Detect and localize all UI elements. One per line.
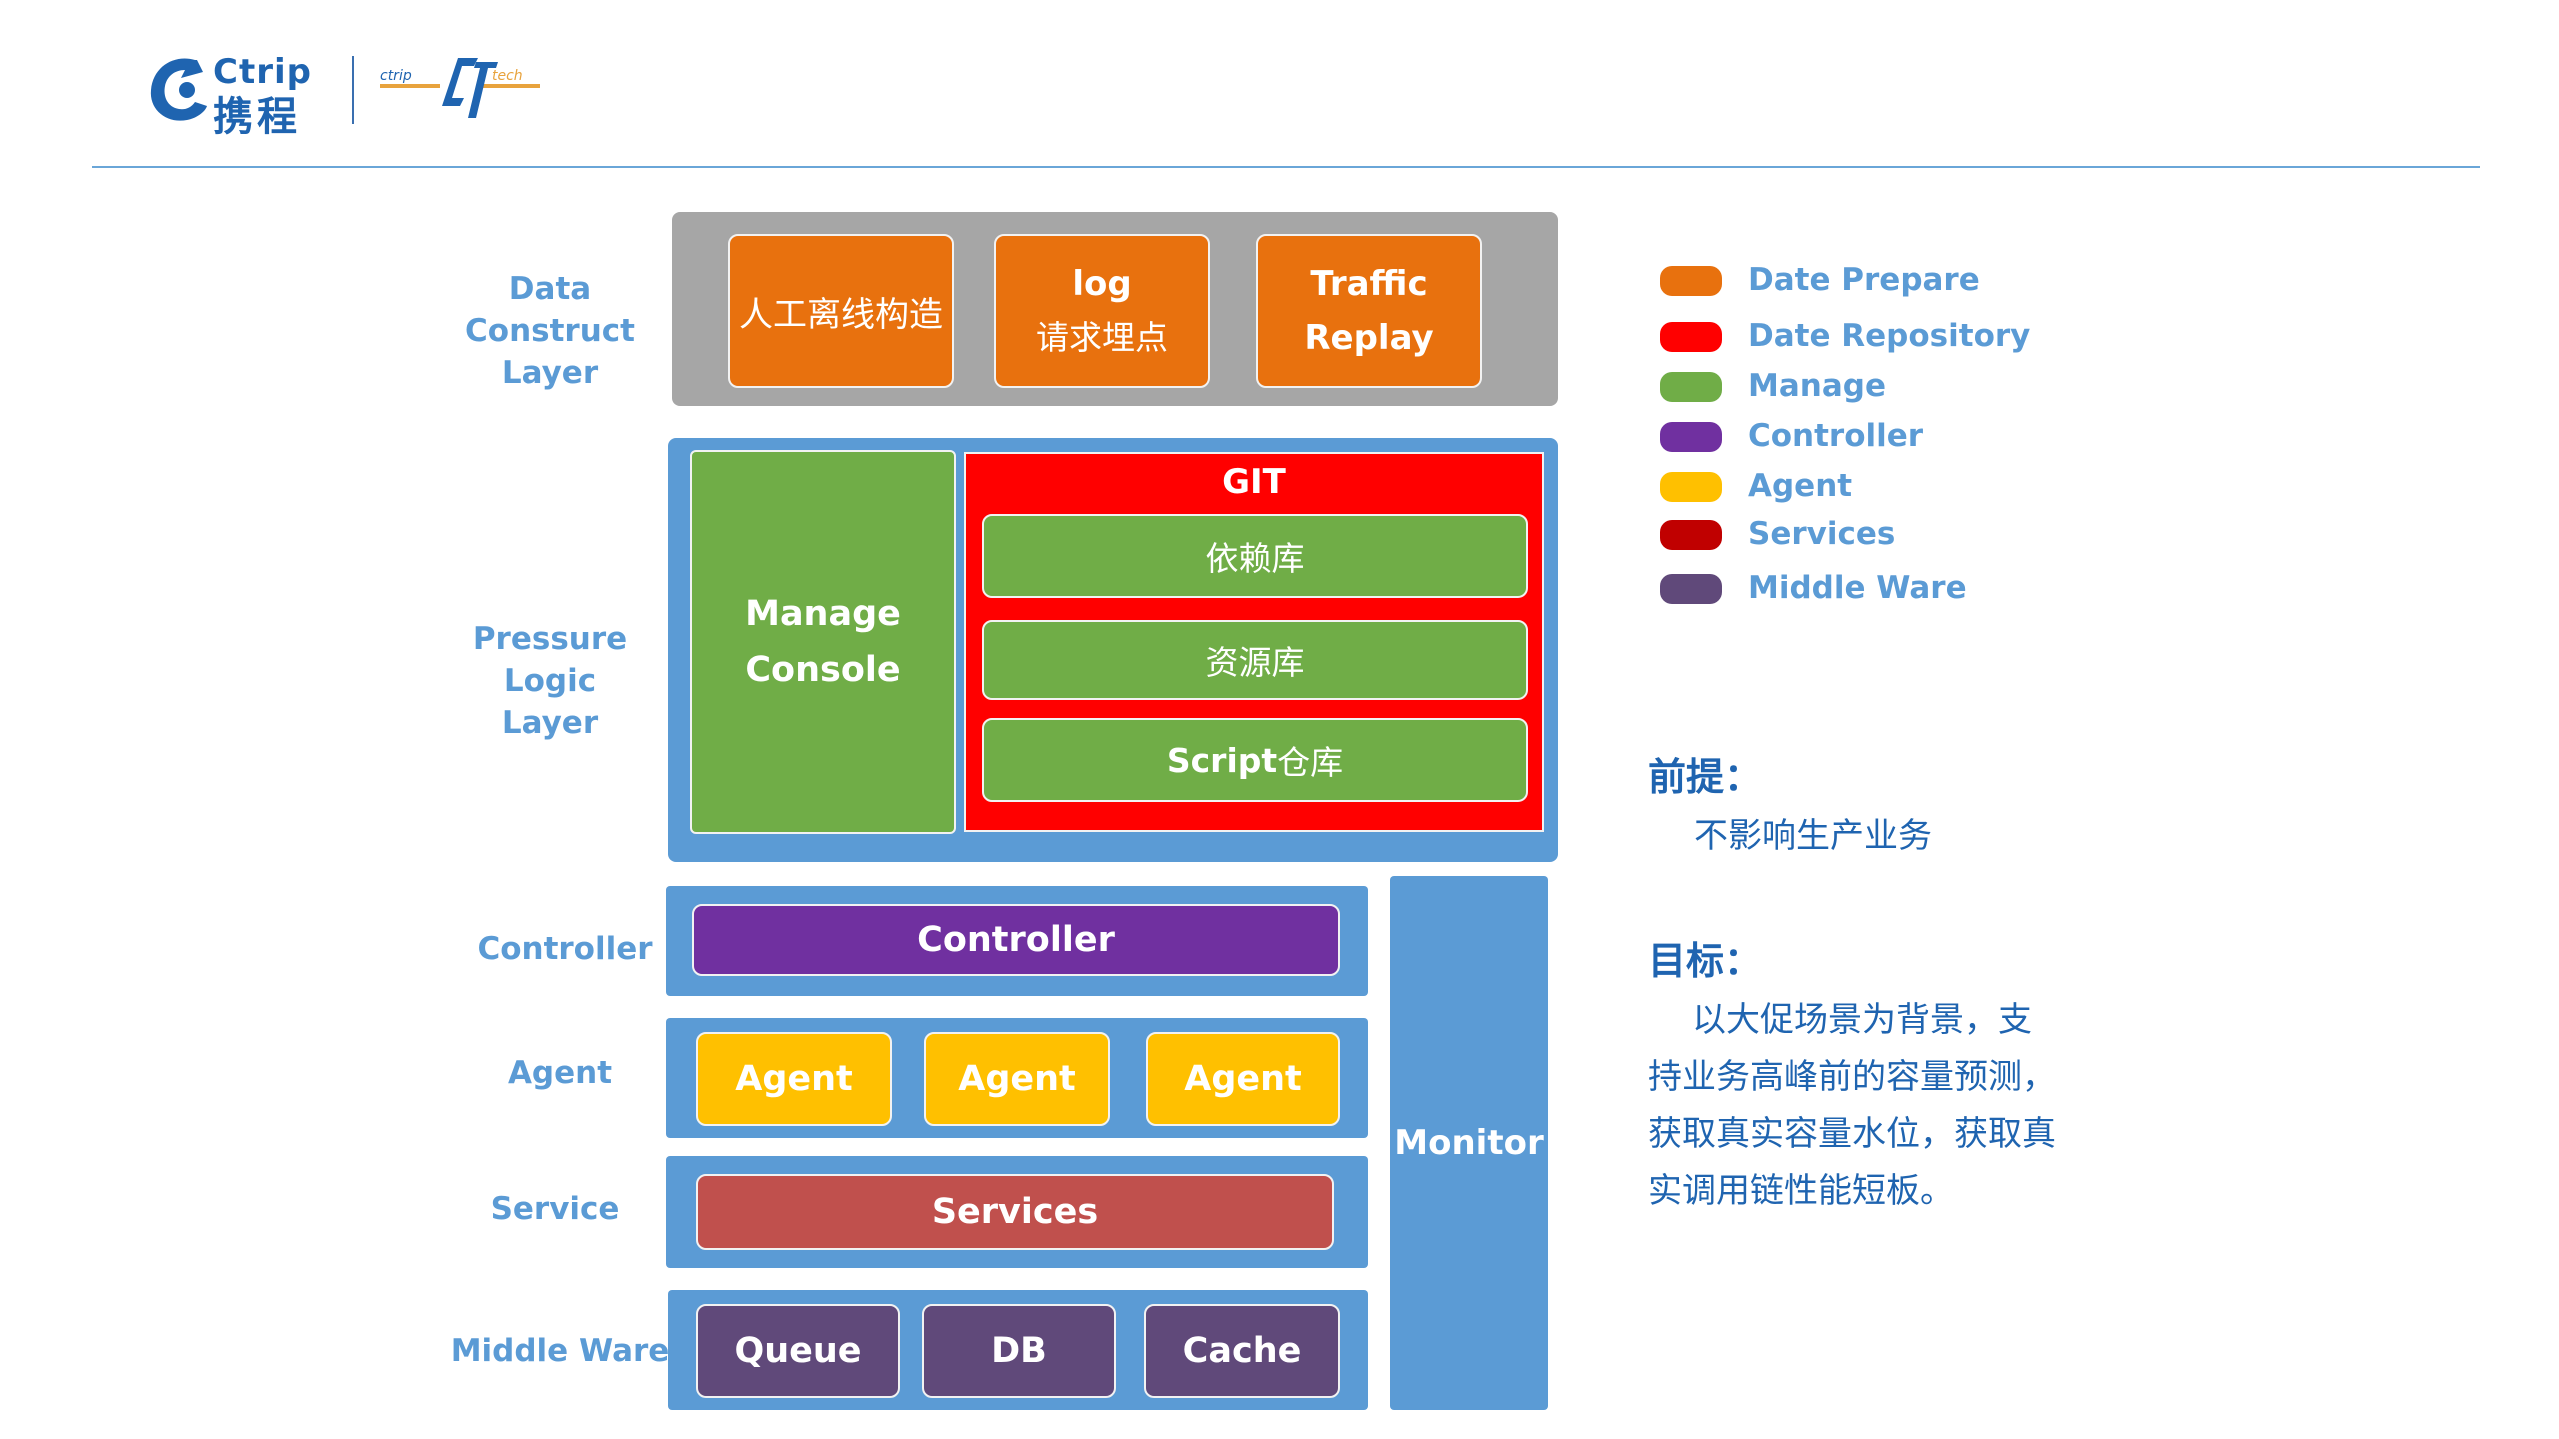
log-request-box: log 请求埋点 xyxy=(994,234,1210,388)
goal-line-1: 以大促场景为背景，支 xyxy=(1692,1000,2032,1040)
legend-swatch xyxy=(1660,372,1722,402)
legend-item-manage: Manage xyxy=(1660,368,2140,404)
goal-line-2: 持业务高峰前的容量预测， xyxy=(1648,1057,2056,1097)
monitor-box: Monitor xyxy=(1390,876,1548,1410)
dependency-repo-label: 依赖库 xyxy=(1205,539,1305,578)
services-box: Services xyxy=(696,1174,1334,1250)
legend-item-date-repository: Date Repository xyxy=(1660,318,2140,354)
log-label: log xyxy=(1072,264,1132,304)
agent-label-3: Agent xyxy=(1184,1059,1302,1099)
console-label: Console xyxy=(745,650,901,690)
legend-swatch xyxy=(1660,422,1722,452)
goal-line-4: 实调用链性能短板。 xyxy=(1648,1171,1954,1211)
logo-ctrip-en: Ctrip xyxy=(213,52,312,92)
legend-item-controller: Controller xyxy=(1660,418,2140,454)
legend: Date Prepare Date Repository Manage Cont… xyxy=(1660,262,2140,612)
legend-label: Controller xyxy=(1748,418,1924,454)
resource-repo-label: 资源库 xyxy=(1205,643,1305,682)
request-tracking-label: 请求埋点 xyxy=(1036,318,1168,357)
traffic-label: Traffic xyxy=(1310,264,1428,304)
replay-label: Replay xyxy=(1304,318,1434,358)
goal-title: 目标： xyxy=(1648,939,1763,983)
svg-text:tech: tech xyxy=(492,68,523,84)
legend-item-agent: Agent xyxy=(1660,468,2140,504)
agent-box-2: Agent xyxy=(924,1032,1110,1126)
header-divider xyxy=(92,166,2480,168)
premise-body: 不影响生产业务 xyxy=(1694,816,1932,856)
controller-box: Controller xyxy=(692,904,1340,976)
logo-separator xyxy=(352,56,354,124)
agent-box-3: Agent xyxy=(1146,1032,1340,1126)
dolphin-icon xyxy=(150,58,207,121)
db-label: DB xyxy=(991,1331,1047,1371)
premise-title: 前提： xyxy=(1648,755,1763,799)
legend-swatch xyxy=(1660,322,1722,352)
layer-label-service: Service xyxy=(490,1191,620,1227)
manage-console-box: Manage Console xyxy=(690,450,956,834)
controller-label: Controller xyxy=(917,920,1115,960)
dependency-repo-box: 依赖库 xyxy=(982,514,1528,598)
queue-label: Queue xyxy=(734,1331,862,1371)
goal-line-3: 获取真实容量水位，获取真 xyxy=(1648,1114,2056,1154)
services-label: Services xyxy=(931,1192,1099,1232)
monitor-label: Monitor xyxy=(1394,1123,1544,1163)
db-box: DB xyxy=(922,1304,1116,1398)
legend-swatch xyxy=(1660,266,1722,296)
cache-label: Cache xyxy=(1182,1331,1302,1371)
traffic-replay-box: Traffic Replay xyxy=(1256,234,1482,388)
ctrip-logo: Ctrip 携程 xyxy=(145,52,345,140)
repo-label: 仓库 xyxy=(1277,743,1344,782)
layer-label-data-construct: Data Construct Layer xyxy=(465,271,635,391)
layer-label-pressure-logic: Pressure Logic Layer xyxy=(472,621,628,741)
ctrip-tech-icon: ctrip tech xyxy=(380,58,540,118)
legend-label: Agent xyxy=(1748,468,1853,504)
legend-item-middle-ware: Middle Ware xyxy=(1660,570,2140,606)
layer-label-middle-ware: Middle Ware xyxy=(450,1333,670,1369)
legend-swatch xyxy=(1660,520,1722,550)
legend-label: Manage xyxy=(1748,368,1886,404)
legend-swatch xyxy=(1660,472,1722,502)
queue-box: Queue xyxy=(696,1304,900,1398)
logo-ctrip-cn: 携程 xyxy=(213,94,301,140)
legend-label: Date Prepare xyxy=(1748,262,1980,298)
layer-label-agent: Agent xyxy=(507,1055,613,1091)
git-title: GIT xyxy=(1222,462,1286,502)
offline-construct-box: 人工离线构造 xyxy=(728,234,954,388)
script-label: Script xyxy=(1166,740,1278,780)
manage-label: Manage xyxy=(745,594,901,634)
legend-item-date-prepare: Date Prepare xyxy=(1660,262,2140,298)
legend-label: Services xyxy=(1748,516,1896,552)
ctrip-tech-logo: ctrip tech xyxy=(380,48,540,128)
agent-box-1: Agent xyxy=(696,1032,892,1126)
svg-text:ctrip: ctrip xyxy=(380,68,412,84)
offline-construct-label: 人工离线构造 xyxy=(739,294,943,335)
agent-label-1: Agent xyxy=(735,1059,853,1099)
agent-label-2: Agent xyxy=(958,1059,1076,1099)
legend-item-services: Services xyxy=(1660,516,2140,552)
cache-box: Cache xyxy=(1144,1304,1340,1398)
legend-label: Date Repository xyxy=(1748,318,2031,354)
layer-label-controller: Controller xyxy=(477,931,653,967)
resource-repo-box: 资源库 xyxy=(982,620,1528,700)
legend-label: Middle Ware xyxy=(1748,570,1967,606)
legend-swatch xyxy=(1660,574,1722,604)
